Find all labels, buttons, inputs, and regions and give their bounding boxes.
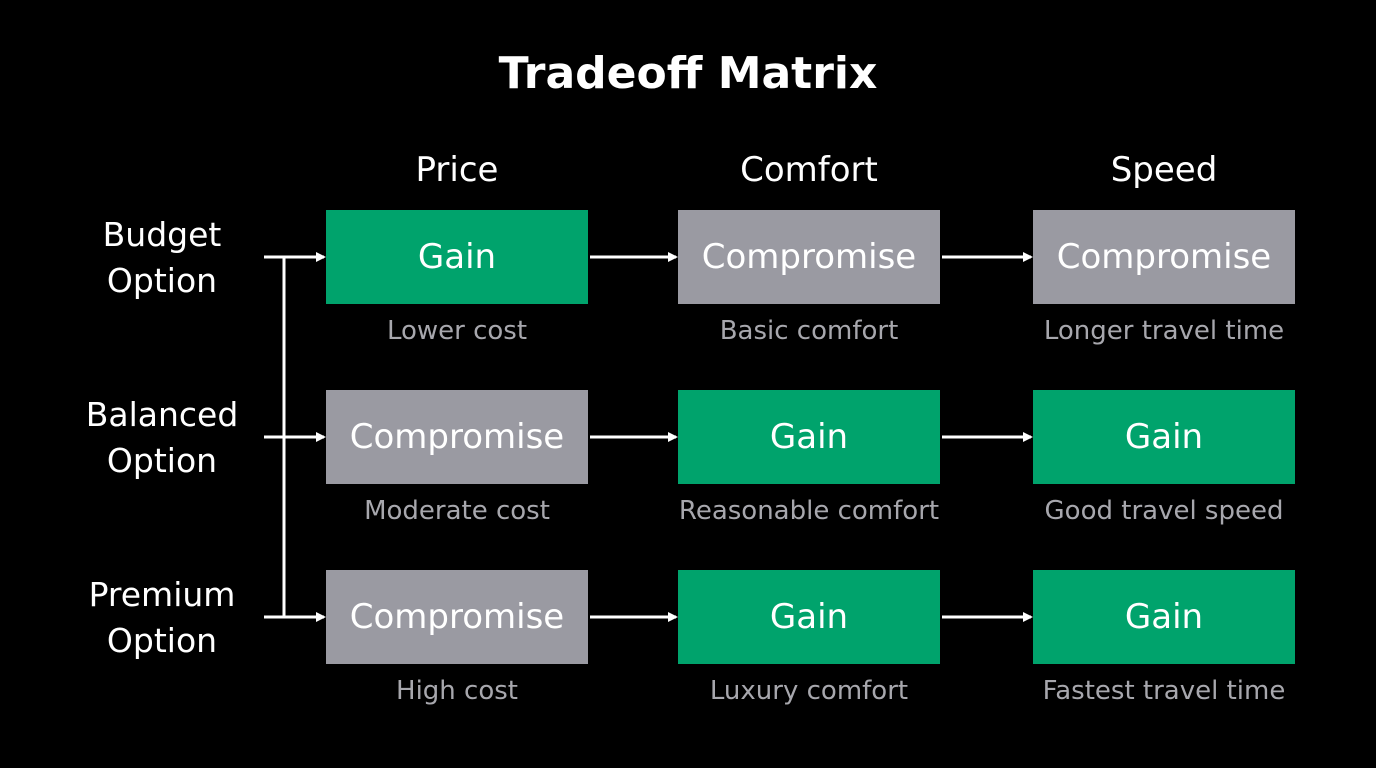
matrix-cell: Compromise bbox=[326, 570, 588, 664]
cell-note: Moderate cost bbox=[364, 496, 550, 526]
row-label-premium: Premium Option bbox=[62, 572, 262, 664]
row-label-line: Option bbox=[106, 441, 218, 480]
cell-note: Longer travel time bbox=[1043, 316, 1285, 346]
matrix-cell: Gain bbox=[1033, 570, 1295, 664]
matrix-cell: Gain bbox=[1033, 390, 1295, 484]
row-label-line: Budget bbox=[102, 215, 222, 254]
matrix-cell: Gain bbox=[678, 570, 940, 664]
cell-note: Good travel speed bbox=[1044, 496, 1284, 526]
cell-note: Basic comfort bbox=[719, 316, 899, 346]
cell-note: Fastest travel time bbox=[1042, 676, 1286, 706]
row-label-budget: Budget Option bbox=[62, 212, 262, 304]
row-label-line: Premium bbox=[88, 575, 236, 614]
column-header-comfort: Comfort bbox=[740, 150, 878, 190]
row-label-line: Balanced bbox=[85, 395, 239, 434]
column-header-speed: Speed bbox=[1110, 150, 1218, 190]
cell-note: Reasonable comfort bbox=[678, 496, 940, 526]
row-label-line: Option bbox=[106, 621, 218, 660]
matrix-cell: Compromise bbox=[326, 390, 588, 484]
matrix-cell: Compromise bbox=[1033, 210, 1295, 304]
column-header-price: Price bbox=[415, 150, 499, 190]
cell-note: Luxury comfort bbox=[709, 676, 909, 706]
cell-note: High cost bbox=[396, 676, 518, 706]
matrix-cell: Compromise bbox=[678, 210, 940, 304]
diagram-title: Tradeoff Matrix bbox=[498, 48, 878, 99]
matrix-cell: Gain bbox=[326, 210, 588, 304]
row-label-line: Option bbox=[106, 261, 218, 300]
matrix-cell: Gain bbox=[678, 390, 940, 484]
row-label-balanced: Balanced Option bbox=[62, 392, 262, 484]
cell-note: Lower cost bbox=[386, 316, 528, 346]
